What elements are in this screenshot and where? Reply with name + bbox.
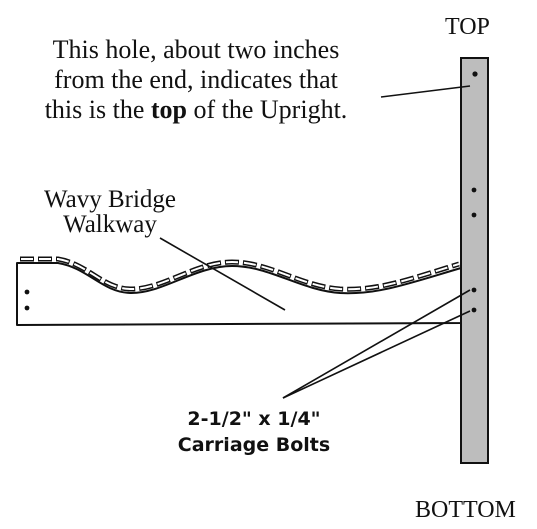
leader-bolt-upper	[282, 289, 471, 399]
top-label: TOP	[445, 14, 490, 40]
upright-top-hole	[472, 71, 478, 77]
leader-top-hole	[380, 85, 471, 98]
walkway-end-hole	[24, 289, 30, 295]
upright-hole	[471, 187, 477, 193]
hole-note-line-1: This hole, about two inches	[52, 35, 340, 64]
leader-bolt-lower	[282, 310, 471, 399]
bolts-label-name: Carriage Bolts	[177, 434, 331, 456]
walkway-board	[16, 262, 462, 326]
upright-bolt-hole	[471, 287, 477, 293]
bottom-label: BOTTOM	[415, 497, 516, 523]
walkway-end-hole	[24, 305, 30, 311]
upright-bolt-hole	[471, 307, 477, 313]
walkway-label-line-1: Wavy Bridge	[44, 186, 176, 213]
hole-note-emphasis: top	[150, 95, 187, 124]
hole-note-line-3: this is the top of the Upright.	[0, 97, 392, 123]
hole-note-text: this is the	[44, 95, 151, 124]
hole-note-line-2: from the end, indicates that	[54, 65, 338, 94]
bolts-label-size: 2-1/2" x 1/4"	[187, 408, 321, 430]
hole-note-text: of the Upright.	[186, 95, 348, 124]
upright-hole	[471, 212, 477, 218]
walkway-label-line-2: Walkway	[63, 211, 157, 238]
upright-post	[460, 57, 489, 464]
walkway-slats-inner	[20, 258, 460, 291]
leader-walkway	[159, 237, 286, 311]
